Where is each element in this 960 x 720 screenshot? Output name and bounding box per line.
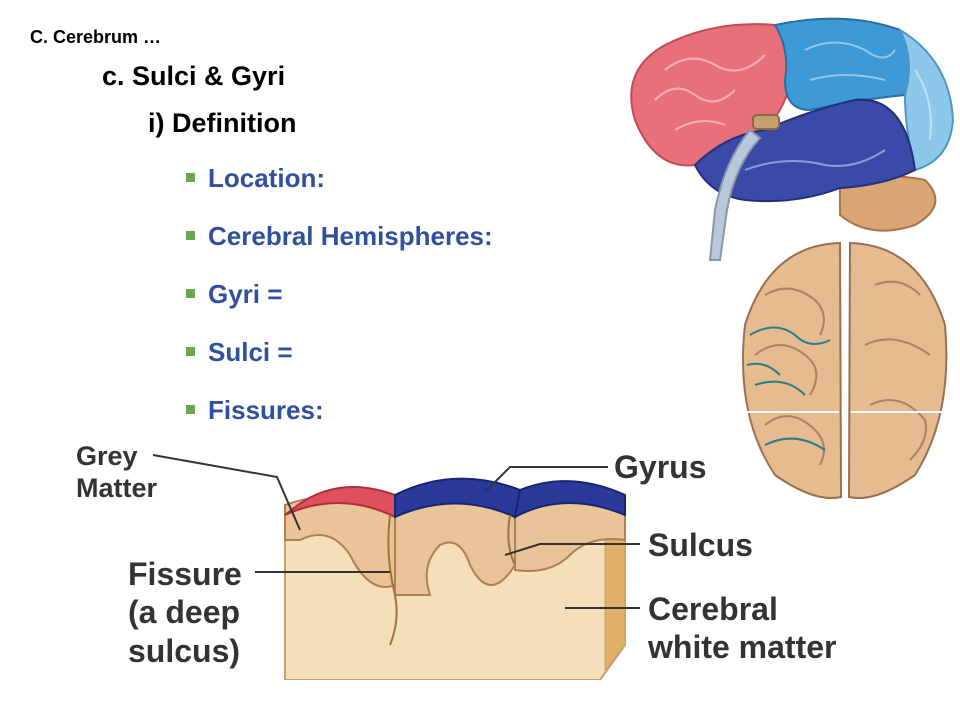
- gyri-texture: [654, 41, 932, 171]
- gyrus-label: Gyrus: [614, 449, 707, 485]
- square-bullet-icon: [186, 405, 195, 414]
- bullet-item: Gyri =: [186, 279, 493, 337]
- fissure-label: Fissure (a deep sulcus): [128, 556, 242, 669]
- subheading: c. Sulci & Gyri: [102, 61, 286, 91]
- gyrus-leader-line: [484, 466, 608, 493]
- bullet-label: Gyri =: [208, 279, 283, 309]
- bullet-label: Fissures:: [208, 395, 324, 425]
- square-bullet-icon: [186, 347, 195, 356]
- sulcus-leader-line: [504, 543, 640, 556]
- bullet-item: Location:: [186, 163, 493, 221]
- superior-brain-image: [740, 241, 950, 499]
- square-bullet-icon: [186, 173, 195, 182]
- nerve-stub: [752, 114, 780, 130]
- brain-stem: [708, 128, 762, 261]
- sulcus-label: Sulcus: [648, 527, 753, 563]
- square-bullet-icon: [186, 289, 195, 298]
- section-header: C. Cerebrum …: [30, 27, 162, 47]
- lateral-brain-image: [630, 17, 955, 261]
- fissure-groove: [387, 514, 398, 646]
- bullet-label: Cerebral Hemispheres:: [208, 221, 493, 251]
- gyrus-surface-blue-right: [513, 480, 626, 519]
- right-hemisphere: [847, 241, 948, 499]
- cortex-block-diagram: [284, 477, 626, 680]
- sulcus-groove: [507, 514, 516, 566]
- parietal-lobe-region: [773, 17, 910, 112]
- bullet-item: Sulci =: [186, 337, 493, 395]
- left-hemisphere: [742, 241, 843, 499]
- bullet-label: Location:: [208, 163, 325, 193]
- bullet-item: Cerebral Hemispheres:: [186, 221, 493, 279]
- square-bullet-icon: [186, 231, 195, 240]
- grey-matter-label: Grey Matter: [76, 441, 158, 504]
- white-matter-label: Cerebral white matter: [648, 591, 837, 666]
- subsubheading: i) Definition: [148, 108, 297, 138]
- grey-matter-leader-line: [152, 454, 301, 531]
- bullet-label: Sulci =: [208, 337, 293, 367]
- gyri-folds: [754, 280, 931, 466]
- bullet-item: Fissures:: [186, 395, 493, 453]
- temporal-lobe-region: [693, 98, 917, 203]
- bullet-list: Location: Cerebral Hemispheres: Gyri = S…: [186, 163, 493, 453]
- surface-vessels: [746, 326, 831, 451]
